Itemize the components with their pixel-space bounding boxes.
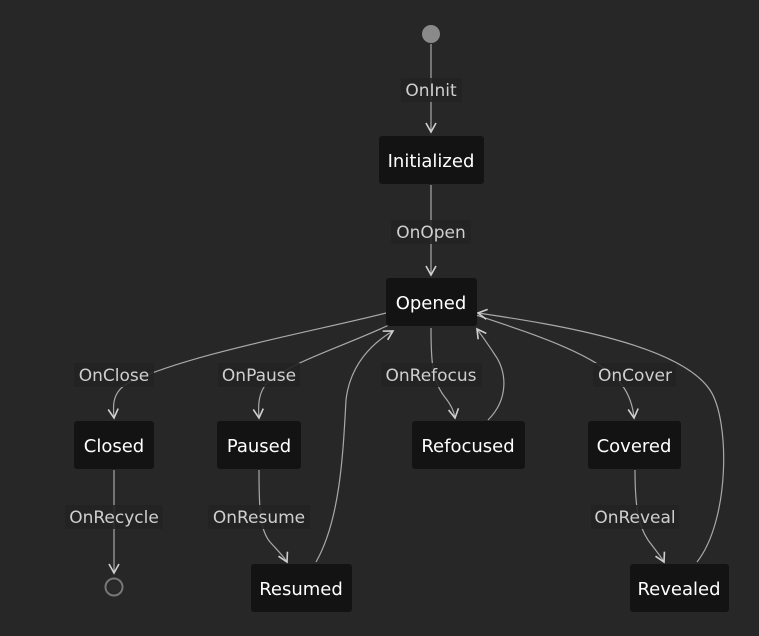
edge-label-onrefocus: OnRefocus: [381, 363, 482, 387]
state-closed-label: Closed: [84, 436, 144, 457]
edge-resumed-opened: [315, 330, 395, 563]
edge-label-onclose-text: OnClose: [79, 366, 149, 386]
state-covered-label: Covered: [597, 436, 672, 457]
edge-opened-closed: [107, 312, 387, 420]
state-resumed[interactable]: Resumed: [251, 564, 352, 612]
edge-label-onpause-text: OnPause: [222, 366, 296, 386]
edge-label-oninit-text: OnInit: [405, 81, 457, 101]
edge-label-onresume-text: OnResume: [213, 508, 305, 528]
edge-label-oncover-text: OnCover: [598, 366, 672, 386]
state-refocused-label: Refocused: [421, 436, 514, 457]
edge-label-onclose: OnClose: [74, 363, 154, 387]
edge-label-onrecycle: OnRecycle: [65, 505, 163, 529]
edge-refocused-opened: [476, 327, 505, 421]
state-nodes: Initialized Opened Closed Paused Refocus…: [74, 136, 729, 612]
edge-label-onreveal: OnReveal: [591, 505, 679, 529]
state-initialized[interactable]: Initialized: [379, 136, 484, 184]
edge-revealed-opened: [476, 308, 725, 563]
state-closed[interactable]: Closed: [74, 421, 154, 469]
edge-label-onrefocus-text: OnRefocus: [385, 366, 476, 386]
state-refocused[interactable]: Refocused: [412, 421, 525, 469]
edge-covered-revealed: [634, 469, 666, 564]
state-initialized-label: Initialized: [388, 151, 475, 172]
edge-opened-refocused: [430, 327, 460, 420]
edge-label-onresume: OnResume: [208, 505, 310, 529]
edge-label-oncover: OnCover: [593, 363, 676, 387]
edge-paused-resumed: [258, 469, 289, 564]
state-covered[interactable]: Covered: [588, 421, 681, 469]
state-revealed-label: Revealed: [637, 579, 720, 600]
state-resumed-label: Resumed: [259, 579, 343, 600]
edge-label-onopen: OnOpen: [391, 220, 471, 244]
end-marker-icon: [104, 577, 124, 597]
edge-label-onrecycle-text: OnRecycle: [69, 508, 159, 528]
edge-label-onopen-text: OnOpen: [396, 223, 466, 243]
edge-label-onreveal-text: OnReveal: [594, 508, 675, 528]
state-revealed[interactable]: Revealed: [630, 564, 729, 612]
state-opened-label: Opened: [396, 293, 467, 314]
start-marker-icon: [422, 25, 440, 43]
edge-labels: OnInit OnOpen OnClose OnPause OnRefocus …: [65, 78, 679, 529]
state-paused[interactable]: Paused: [217, 421, 301, 469]
state-opened[interactable]: Opened: [386, 278, 477, 326]
edge-label-onpause: OnPause: [218, 363, 300, 387]
state-paused-label: Paused: [227, 436, 291, 457]
edge-label-oninit: OnInit: [401, 78, 462, 102]
